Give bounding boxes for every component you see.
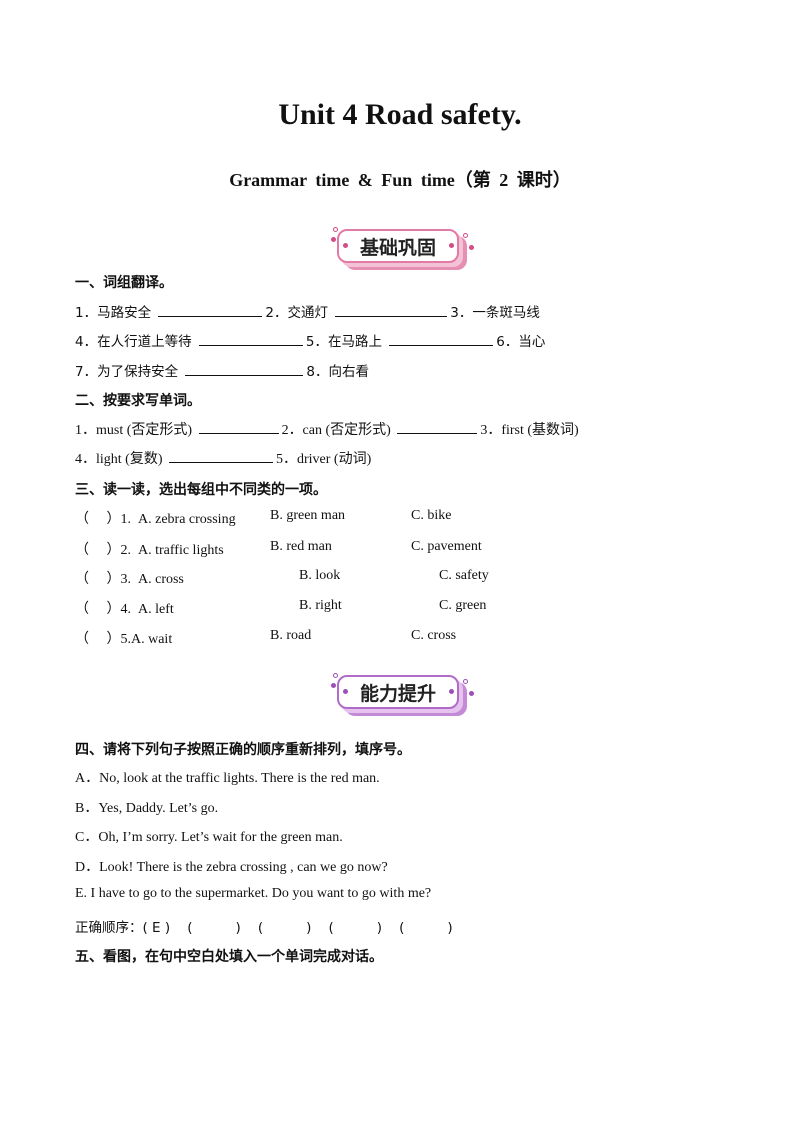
section1-row3: 7．为了保持安全 8．向右看 xyxy=(75,364,369,380)
q4-option-a: （ ）4. A. left xyxy=(75,602,174,617)
q4-option-c: C. green xyxy=(439,598,487,613)
sentence-a: A．No, look at the traffic lights. There … xyxy=(75,771,380,786)
q1-option-c: C. bike xyxy=(411,508,452,523)
section3-heading: 三、读一读，选出每组中不同类的一项。 xyxy=(75,482,327,498)
q3-option-b: B. look xyxy=(299,568,341,583)
lesson-subtitle: Grammar time & Fun time（第 2 课时） xyxy=(229,170,571,190)
q5-option-b: B. road xyxy=(270,628,312,643)
section1-heading: 一、词组翻译。 xyxy=(75,275,173,291)
section5-heading: 五、看图，在句中空白处填入一个单词完成对话。 xyxy=(75,949,383,965)
section2-row2: 4．light (复数) 5．driver (动词) xyxy=(75,448,371,468)
banner-basic-label: 基础巩固 xyxy=(359,236,436,259)
q5-option-c: C. cross xyxy=(411,628,457,643)
section2-row1: 1．must (否定形式) 2．can (否定形式) 3．first (基数词) xyxy=(75,419,579,439)
section2-heading: 二、按要求写单词。 xyxy=(75,393,201,409)
banner-advanced-label: 能力提升 xyxy=(359,682,436,705)
q3-option-a: （ ）3. A. cross xyxy=(75,572,184,587)
sentence-d: D．Look! There is the zebra crossing , ca… xyxy=(75,860,388,875)
banner-advanced: 能力提升 xyxy=(331,673,474,719)
sentence-b: B．Yes, Daddy. Let’s go. xyxy=(75,801,219,816)
q2-option-a: （ ）2. A. traffic lights xyxy=(75,543,224,558)
q4-option-b: B. right xyxy=(299,598,342,613)
section1-row2: 4．在人行道上等待 5．在马路上 6．当心 xyxy=(75,334,546,350)
banner-basic: 基础巩固 xyxy=(331,227,474,273)
q2-option-c: C. pavement xyxy=(411,539,482,554)
q1-option-a: （ ）1. A. zebra crossing xyxy=(75,512,236,527)
sentence-c: C．Oh, I’m sorry. Let’s wait for the gree… xyxy=(75,830,343,845)
sentence-e: E. I have to go to the supermarket. Do y… xyxy=(75,886,432,901)
q5-option-a: （ ）5.A. wait xyxy=(75,632,173,647)
q1-option-b: B. green man xyxy=(270,508,346,523)
q2-option-b: B. red man xyxy=(270,539,332,554)
section4-heading: 四、请将下列句子按照正确的顺序重新排列，填序号。 xyxy=(75,742,411,758)
correct-order-line: 正确顺序：( E ) ( ) ( ) ( ) ( ) xyxy=(75,920,453,936)
q3-option-c: C. safety xyxy=(439,568,489,583)
section1-row1: 1．马路安全 2．交通灯 3．一条斑马线 xyxy=(75,305,540,321)
page-title: Unit 4 Road safety. xyxy=(278,98,522,131)
